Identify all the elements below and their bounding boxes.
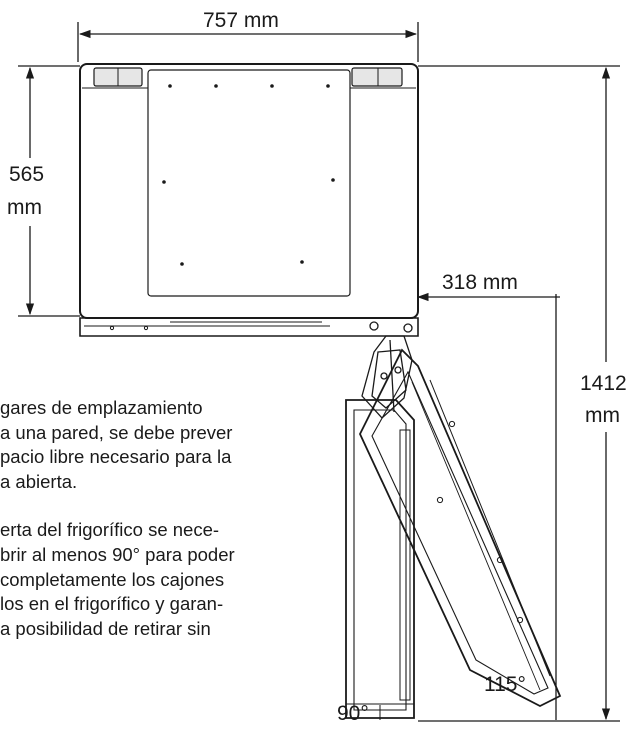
para1-line3: pacio libre necesario para la <box>0 446 232 468</box>
depth-label-line1: 565 <box>9 163 45 186</box>
para2-line2: brir al menos 90° para poder <box>0 543 235 565</box>
clearance-dimension <box>416 292 560 720</box>
paragraph-gap <box>0 494 330 518</box>
para1-line2: a una pared, se debe prever <box>0 421 233 443</box>
para2-line4: los en el frigorífico y garan- <box>0 593 224 615</box>
instruction-text: gares de emplazamiento a una pared, se d… <box>0 396 330 641</box>
angle-115-label: 115° <box>484 673 526 696</box>
para2-line3: completamente los cajones <box>0 568 225 590</box>
total-depth-dimension <box>418 65 620 722</box>
angle-90-label: 90° <box>337 702 369 725</box>
width-label: 757 mm <box>203 9 279 32</box>
clearance-label: 318 mm <box>442 271 518 294</box>
para2-line5: a posibilidad de retirar sin <box>0 617 211 639</box>
hinge-mechanism <box>361 335 413 419</box>
width-dimension <box>77 22 419 62</box>
depth-label-line2: mm <box>7 196 42 219</box>
para2-line1: erta del frigorífico se nece- <box>0 519 220 541</box>
para1-line1: gares de emplazamiento <box>0 397 203 418</box>
total-label-line1: 1412 <box>580 372 627 395</box>
door-115-degrees <box>359 348 562 708</box>
fridge-top-view <box>79 63 419 337</box>
para1-line4: a abierta. <box>0 470 78 492</box>
depth-dimension <box>18 65 80 317</box>
total-label-line2: mm <box>585 404 620 427</box>
door-90-degrees <box>345 399 415 720</box>
